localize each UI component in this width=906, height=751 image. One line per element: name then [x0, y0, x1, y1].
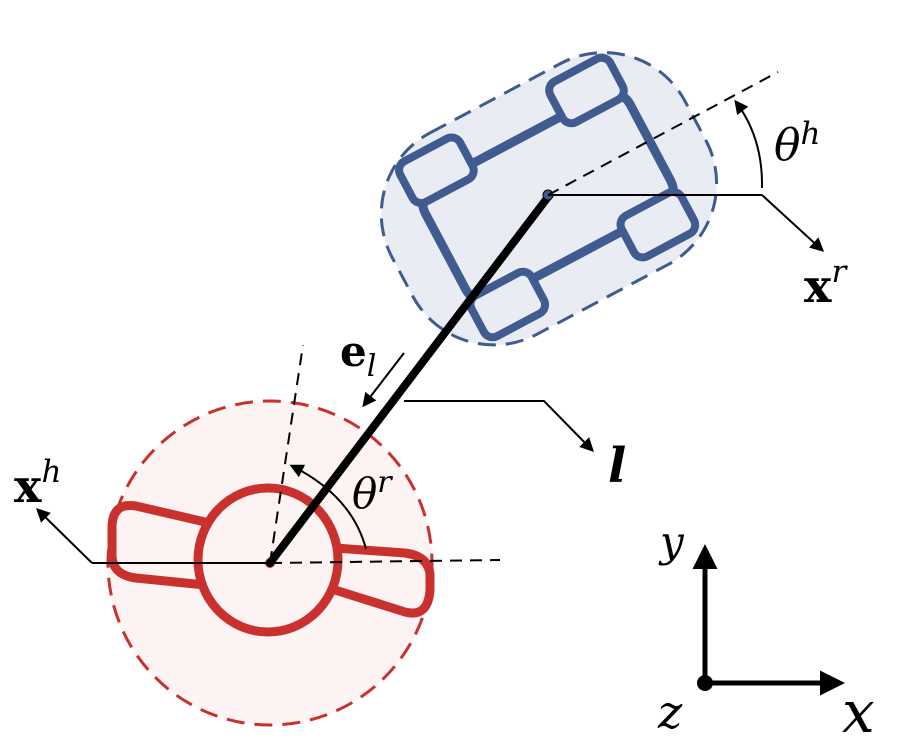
human-horizontal-dashed-line — [269, 559, 501, 564]
l-leader — [404, 400, 594, 453]
robot-wheel-front-right — [616, 187, 700, 262]
theta-r-label: θr — [352, 465, 393, 518]
e-l-arrow — [362, 352, 405, 408]
robot-heading-dashed-line — [547, 71, 779, 196]
x-r-label: xr — [804, 254, 848, 313]
y-axis-label: y — [658, 517, 685, 566]
robot-wheel-rear-right — [466, 267, 550, 342]
x-h-label: xh — [14, 454, 61, 513]
x-axis-label: x — [842, 678, 875, 746]
robot-body — [418, 88, 678, 306]
robot-wheel-rear-left — [395, 133, 478, 208]
theta-h-label: θh — [774, 116, 820, 171]
human-heading-dashed-line — [269, 344, 304, 564]
x-r-leader — [761, 194, 825, 252]
world-axes: y x z — [657, 517, 875, 746]
z-axis-label: z — [657, 685, 683, 739]
robot-wheel-front-left — [545, 53, 628, 128]
link-line — [266, 193, 552, 567]
theta-r-arc — [289, 464, 367, 550]
x-h-leader — [36, 508, 93, 564]
e-l-label: el — [340, 327, 376, 384]
theta-h-arc — [734, 99, 764, 189]
human-shoulders — [107, 500, 435, 618]
l-label: l — [608, 438, 626, 494]
z-axis-origin — [697, 675, 713, 691]
